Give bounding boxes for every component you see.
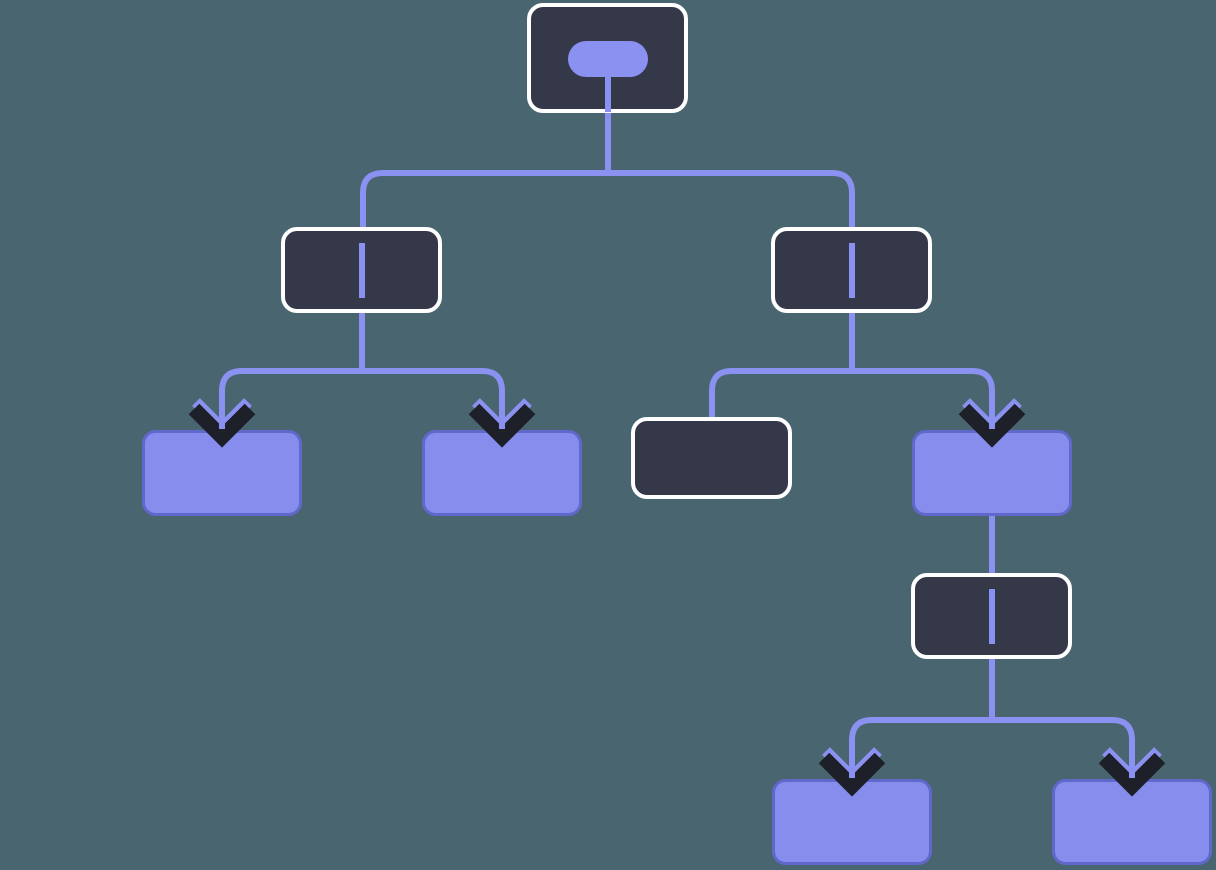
edge-edge-left-to-leaf-b bbox=[362, 368, 505, 437]
edge-edge-right-to-dark-mid bbox=[709, 368, 852, 419]
edge-edge-root-to-branch-left bbox=[360, 170, 608, 300]
arrowhead-layer bbox=[188, 393, 1166, 797]
arrowhead-edge-deep-to-leaf-e bbox=[1098, 742, 1166, 797]
node-layer bbox=[142, 3, 1212, 865]
edge-layer bbox=[219, 112, 1135, 786]
arrowhead-chevron bbox=[468, 403, 536, 448]
edge-edge-root-to-branch-right bbox=[608, 170, 855, 300]
edge-edge-deep-to-leaf-e bbox=[992, 717, 1135, 786]
arrowhead-chevron bbox=[1098, 752, 1166, 797]
arrowhead-chevron bbox=[958, 403, 1026, 448]
edge-edge-deep-to-leaf-d bbox=[849, 717, 992, 786]
edge-edge-left-to-leaf-a bbox=[219, 368, 362, 437]
arrowhead-chevron bbox=[188, 403, 256, 448]
node-branch-left[interactable] bbox=[281, 227, 442, 313]
edge-edge-right-to-leaf-c bbox=[852, 368, 995, 437]
arrowhead-chevron bbox=[818, 752, 886, 797]
arrowhead-edge-right-to-leaf-c bbox=[958, 393, 1026, 448]
node-node-dark-mid[interactable] bbox=[631, 417, 792, 499]
arrowhead-edge-left-to-leaf-a bbox=[188, 393, 256, 448]
node-body[interactable] bbox=[631, 417, 792, 499]
node-branch-deep[interactable] bbox=[911, 573, 1072, 659]
node-branch-right[interactable] bbox=[771, 227, 932, 313]
node-root[interactable] bbox=[527, 3, 688, 113]
arrowhead-edge-deep-to-leaf-d bbox=[818, 742, 886, 797]
arrowhead-edge-left-to-leaf-b bbox=[468, 393, 536, 448]
